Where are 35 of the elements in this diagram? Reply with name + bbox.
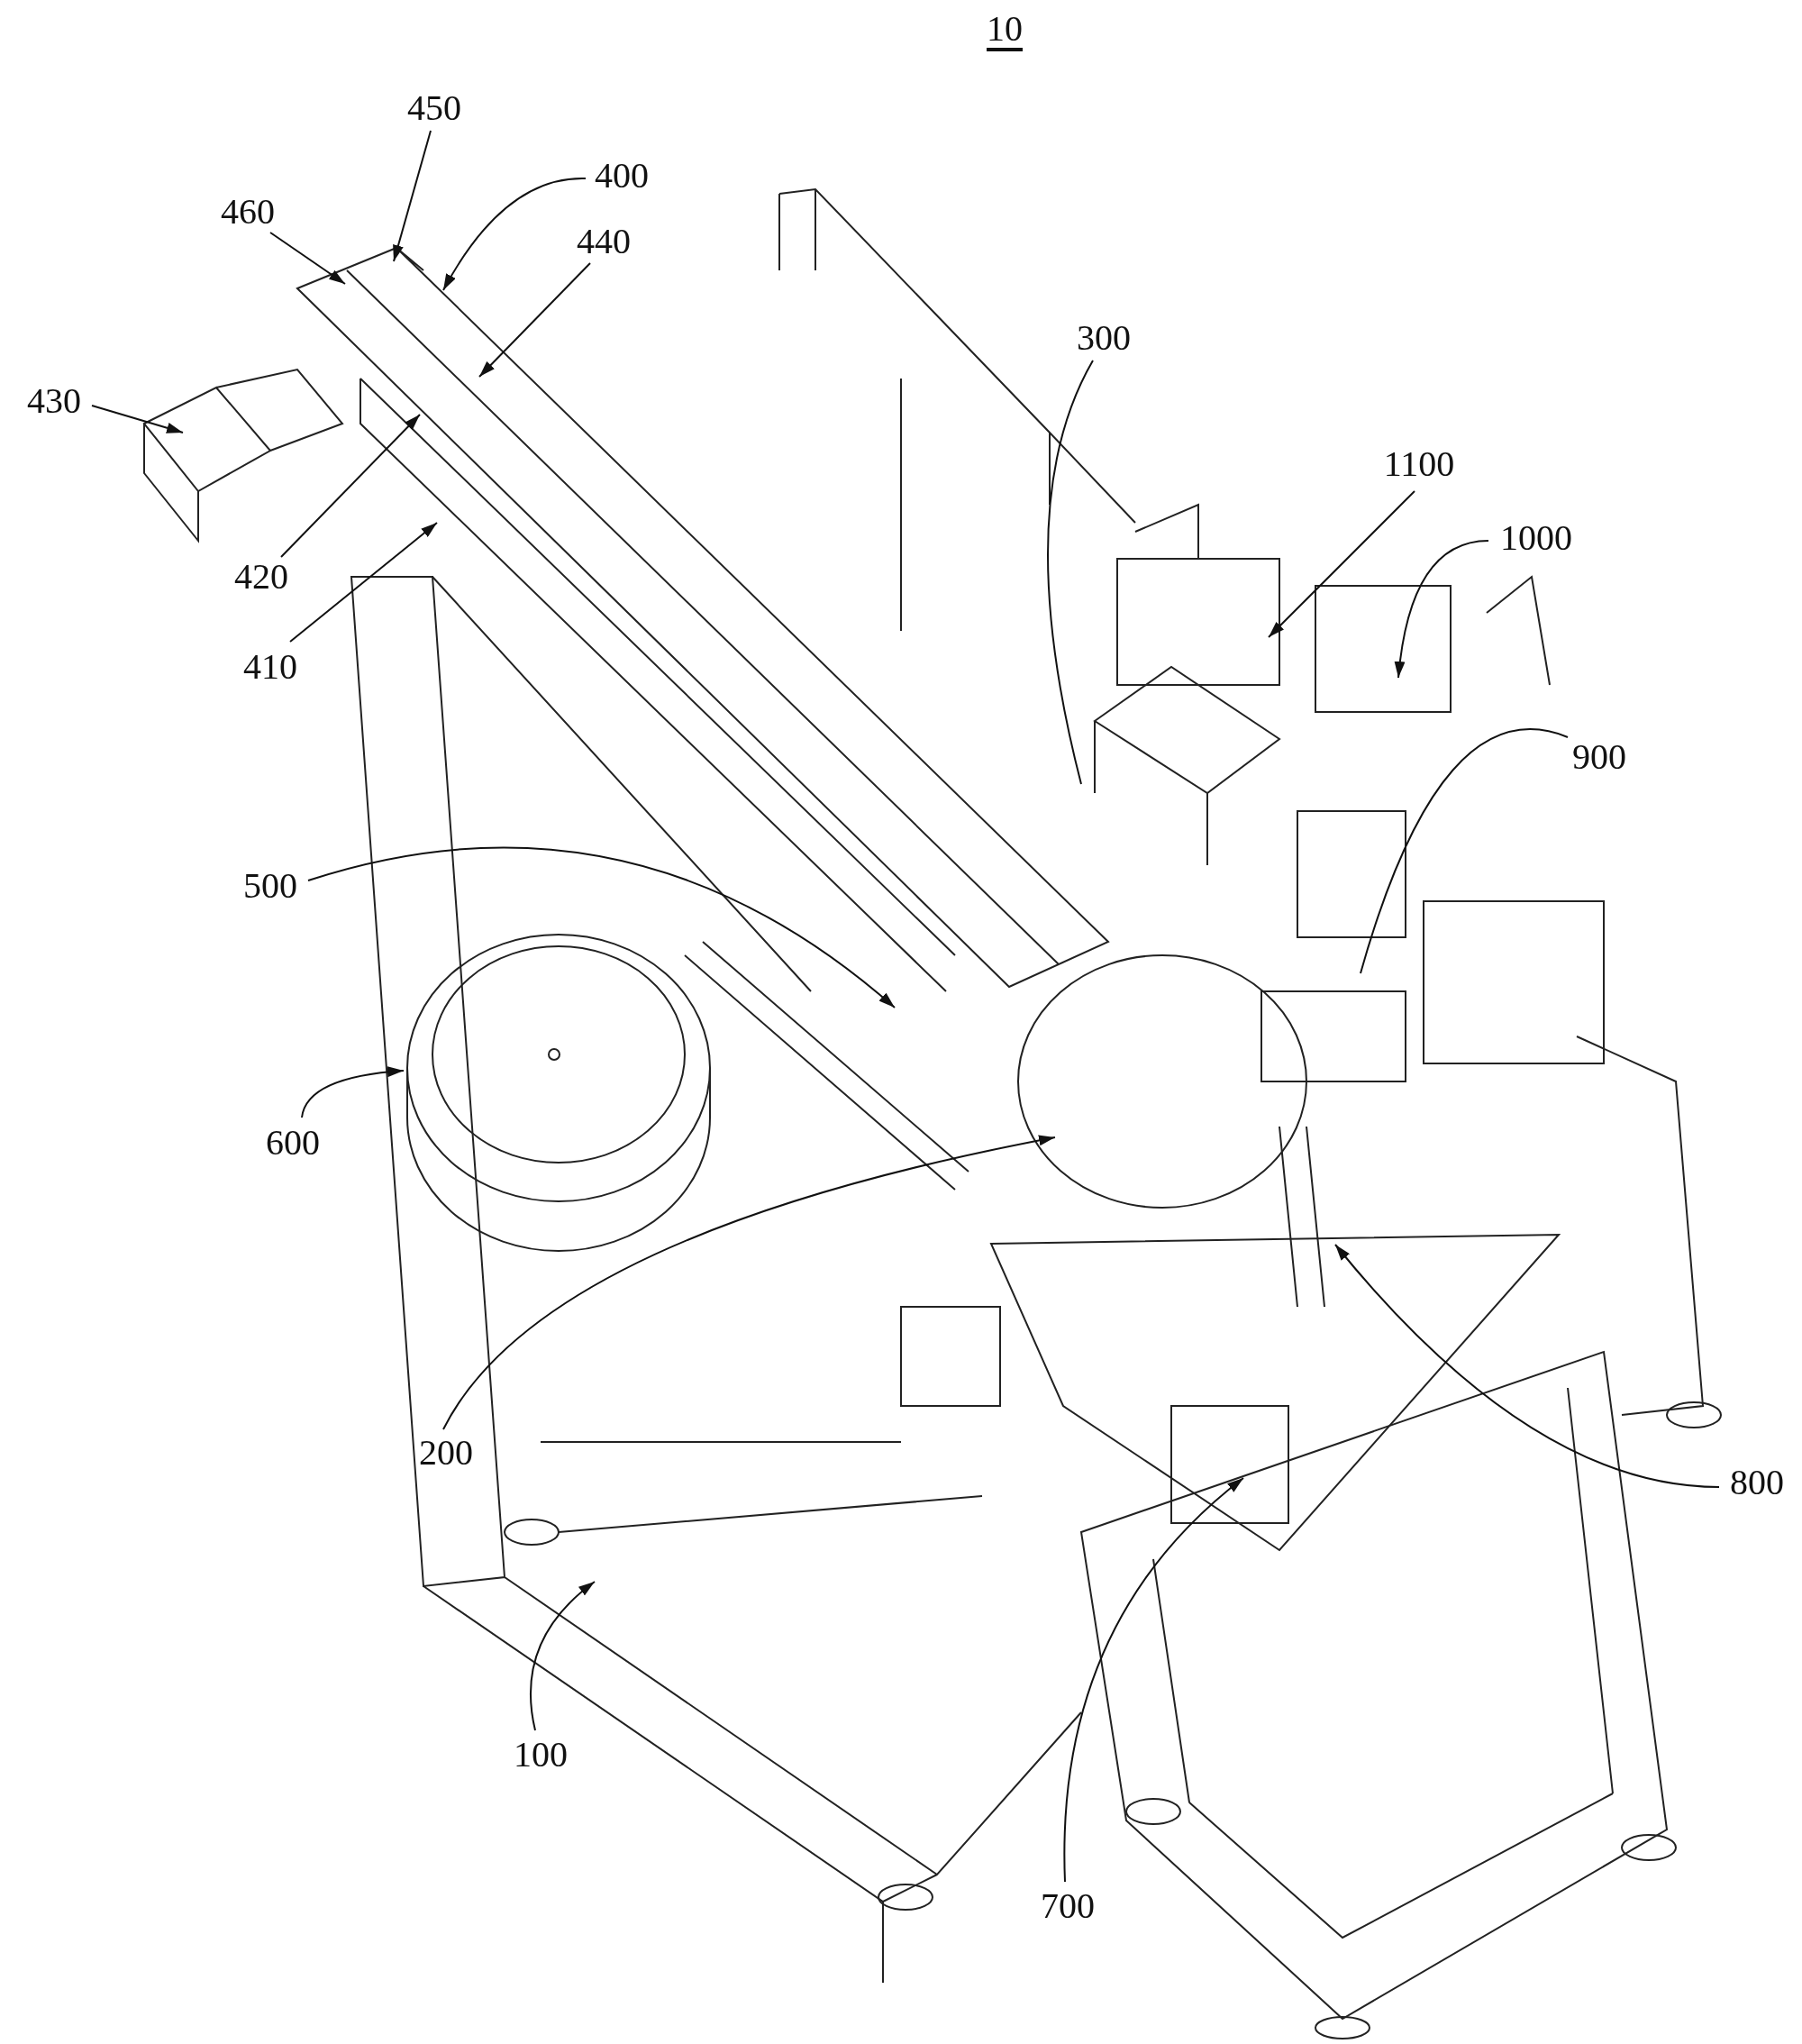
figure-number: 10 <box>987 11 1023 47</box>
leader-line <box>530 1581 596 1731</box>
callout-number: 200 <box>419 1435 473 1471</box>
callout-number: 900 <box>1572 739 1626 775</box>
leader-line <box>301 1066 405 1118</box>
callout-number: 460 <box>221 194 275 230</box>
callout-number: 100 <box>514 1737 568 1773</box>
callout-number: 410 <box>243 649 297 685</box>
leader-line <box>1268 490 1415 638</box>
callout-number: 430 <box>27 383 81 419</box>
leader-line <box>393 130 432 262</box>
callout-number: 1000 <box>1500 520 1572 556</box>
leader-line <box>1334 1244 1720 1488</box>
leader-line <box>91 405 184 433</box>
leader-line <box>1047 360 1094 785</box>
leader-line <box>442 178 587 291</box>
callout-number: 1100 <box>1383 446 1455 482</box>
callout-number: 500 <box>243 868 297 904</box>
callout-number: 600 <box>266 1125 320 1161</box>
leader-line <box>269 232 346 285</box>
leader-line <box>442 1135 1056 1430</box>
leader-line <box>289 522 438 643</box>
callout-number: 420 <box>234 559 288 595</box>
callout-number: 440 <box>577 224 631 260</box>
leader-line <box>478 262 591 378</box>
callout-number: 400 <box>595 158 649 194</box>
leader-line <box>1063 1477 1244 1883</box>
leader-line <box>1360 728 1569 974</box>
callout-number: 800 <box>1730 1465 1784 1501</box>
leader-line <box>307 846 896 1008</box>
callout-number: 300 <box>1077 320 1131 356</box>
callout-number: 700 <box>1041 1888 1095 1924</box>
leader-line <box>280 414 421 558</box>
callout-number: 450 <box>407 90 461 126</box>
leader-line <box>1395 540 1489 679</box>
